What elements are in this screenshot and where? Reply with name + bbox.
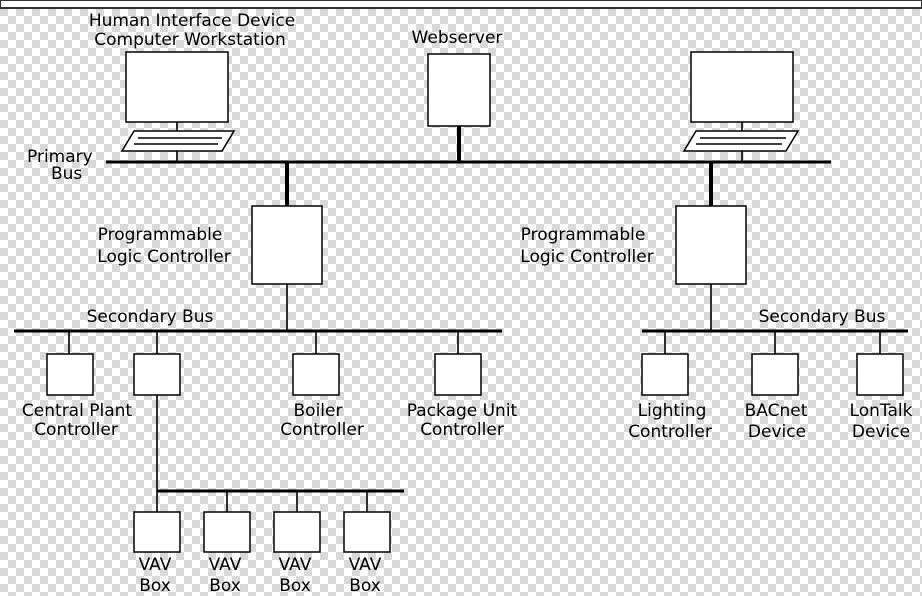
workstation-left-icon	[120, 51, 236, 162]
plc-left-box	[251, 205, 323, 285]
lontalk-label-line2: Device	[852, 422, 910, 442]
lighting-controller-box	[641, 353, 689, 396]
vav-3-label-line1: VAV	[279, 555, 312, 575]
bacnet-device-box	[751, 353, 799, 396]
hid-label-line2: Computer Workstation	[94, 30, 285, 50]
workstation-right-icon	[682, 51, 800, 162]
webserver-box	[427, 53, 491, 127]
package-unit-label-line1: Package Unit	[407, 401, 518, 421]
central-plant-controller-box	[46, 353, 94, 396]
top-frame	[0, 0, 922, 9]
hid-label-line1: Human Interface Device	[89, 11, 295, 31]
plc-right-label-line1: Programmable	[521, 225, 646, 245]
plc-right-box	[675, 205, 747, 285]
package-unit-label-line2: Controller	[420, 420, 504, 440]
vav-box-2	[203, 511, 251, 553]
vav-1-label-line1: VAV	[139, 555, 172, 575]
vav-box-1	[133, 511, 181, 553]
vav-4-label-line2: Box	[349, 576, 381, 596]
lontalk-device-box	[856, 353, 904, 396]
vav-4-label-line1: VAV	[349, 555, 382, 575]
bacnet-label-line1: BACnet	[745, 401, 808, 421]
lighting-label-line1: Lighting	[638, 401, 707, 421]
primary-bus-label-line1: Primary	[27, 147, 93, 167]
central-plant-label-line2: Controller	[34, 420, 118, 440]
webserver-label: Webserver	[412, 28, 503, 48]
central-plant-label-line1: Central Plant	[22, 401, 132, 421]
lighting-label-line2: Controller	[628, 422, 712, 442]
plc-left-label-line2: Logic Controller	[97, 247, 230, 267]
primary-bus-label-line2: Bus	[51, 164, 82, 184]
boiler-label-line2: Controller	[280, 420, 364, 440]
secondary-bus-right-label: Secondary Bus	[759, 307, 886, 327]
vav-box-3	[273, 511, 321, 553]
bacnet-label-line2: Device	[748, 422, 806, 442]
plc-left-label-line1: Programmable	[98, 225, 223, 245]
boiler-label-line1: Boiler	[294, 401, 343, 421]
secondary-bus-left-label: Secondary Bus	[87, 307, 214, 327]
vav-box-4	[343, 511, 391, 553]
vav-2-label-line2: Box	[209, 576, 241, 596]
vav-3-label-line2: Box	[279, 576, 311, 596]
vav-controller-box	[133, 353, 181, 396]
package-unit-controller-box	[434, 353, 482, 396]
vav-2-label-line1: VAV	[209, 555, 242, 575]
boiler-controller-box	[292, 353, 340, 396]
vav-1-label-line2: Box	[139, 576, 171, 596]
lontalk-label-line1: LonTalk	[850, 401, 913, 421]
plc-right-label-line2: Logic Controller	[520, 247, 653, 267]
